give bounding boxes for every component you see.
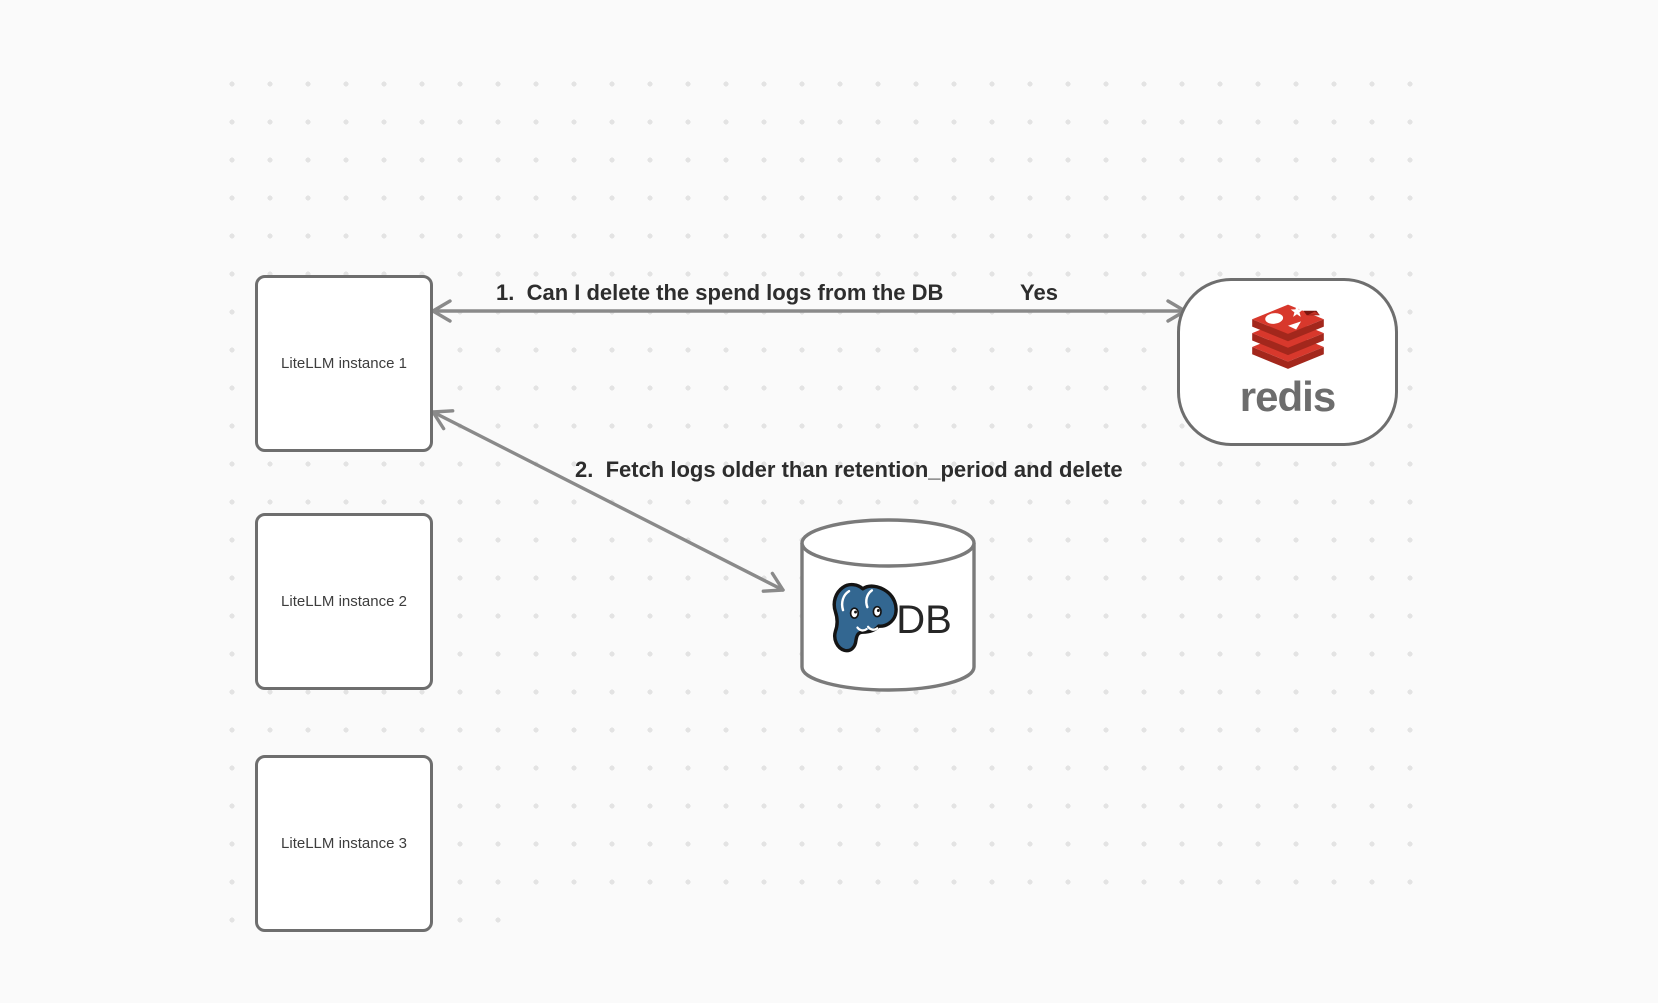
node-litellm-instance-2: LiteLLM instance 2 [255, 513, 433, 690]
annotation-step2: 2. Fetch logs older than retention_perio… [575, 457, 1123, 482]
redis-wordmark-label: redis [1239, 373, 1336, 420]
litellm-instance-3-label: LiteLLM instance 3 [281, 835, 407, 852]
node-redis: redis [1177, 278, 1398, 446]
annotation-step1-answer: Yes [1020, 280, 1058, 305]
litellm-instance-2-label: LiteLLM instance 2 [281, 593, 407, 610]
database-content: DB [798, 560, 978, 680]
annotation-step1: 1. Can I delete the spend logs from the … [496, 280, 944, 305]
node-litellm-instance-1: LiteLLM instance 1 [255, 275, 433, 452]
litellm-instance-1-label: LiteLLM instance 1 [281, 355, 407, 372]
db-label: DB [896, 598, 952, 642]
redis-logo-icon [1251, 304, 1324, 369]
postgres-elephant-icon [832, 582, 898, 653]
node-litellm-instance-3: LiteLLM instance 3 [255, 755, 433, 932]
